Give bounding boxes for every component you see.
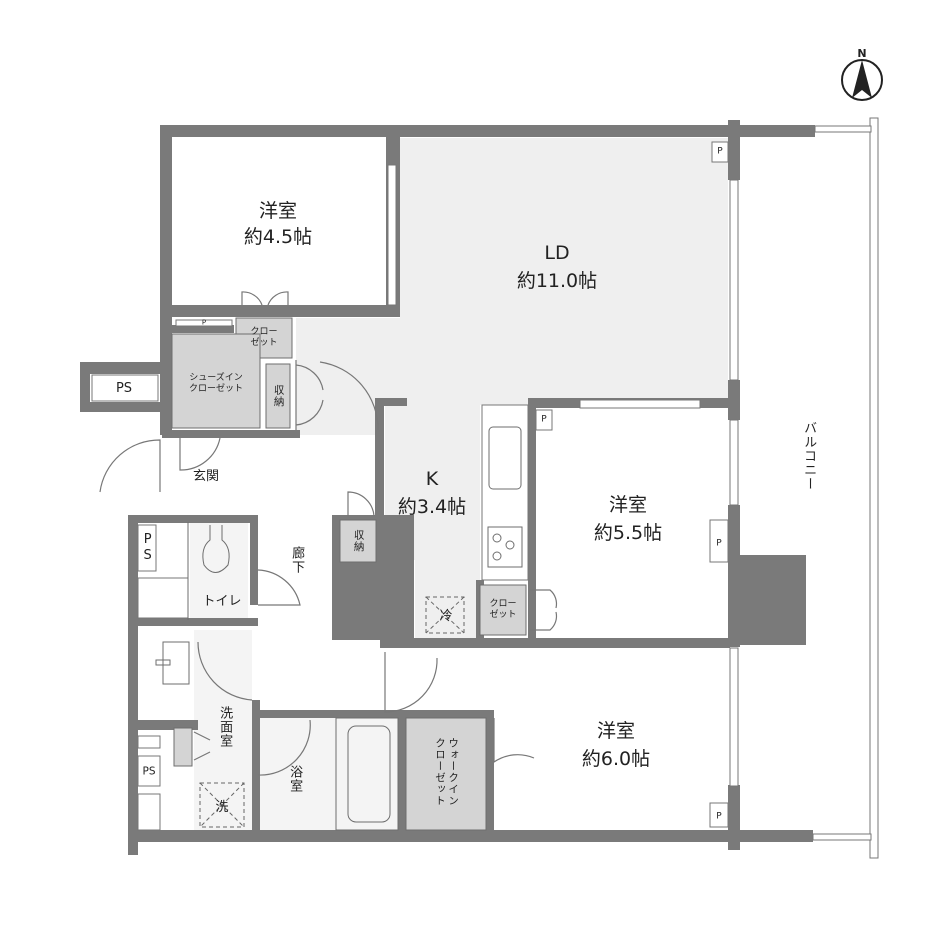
western-room-3-floor xyxy=(490,652,728,830)
storage-2 xyxy=(339,519,377,563)
ps-3-box xyxy=(137,755,161,787)
washroom-door xyxy=(197,641,253,701)
ld-door xyxy=(319,361,379,431)
p-box-room3 xyxy=(709,802,729,828)
wall-bath-left xyxy=(252,700,260,832)
fridge-space xyxy=(425,596,465,634)
toilet-icon xyxy=(202,525,230,573)
bathtub-frame xyxy=(335,717,399,831)
stove-icon xyxy=(487,526,523,568)
closet-2 xyxy=(479,584,527,636)
p-strip-box xyxy=(175,319,233,327)
shoes-in-closet xyxy=(171,333,261,429)
ps-2-box xyxy=(137,524,157,572)
bathroom-floor xyxy=(258,718,400,830)
window-ld xyxy=(729,179,739,381)
wall-toilet-right xyxy=(250,515,258,605)
balcony-bottom-rail xyxy=(812,833,872,841)
wall-wic-right xyxy=(486,710,494,832)
wall-washroom-split xyxy=(138,720,198,730)
toilet-door xyxy=(257,569,301,606)
storage-1 xyxy=(265,363,291,429)
wall-bottom xyxy=(128,830,813,842)
washbasin-icon xyxy=(162,641,190,685)
wall-ps-bottom xyxy=(80,402,172,412)
entrance-door xyxy=(99,439,161,493)
p-box-room2-top xyxy=(535,409,553,431)
kitchen-counter xyxy=(481,404,529,581)
wall-ps-left xyxy=(80,362,90,412)
balcony-top-rail xyxy=(814,125,872,133)
wall-toilet-top xyxy=(128,515,258,523)
wall-k-left xyxy=(375,398,384,516)
window-room2 xyxy=(729,419,739,506)
column-right xyxy=(728,555,806,645)
walk-in-closet xyxy=(405,717,487,831)
wall-bath-top xyxy=(252,710,492,718)
window-room1-ld xyxy=(387,164,397,306)
washroom-floor xyxy=(194,630,252,830)
wall-sic-bottom xyxy=(162,430,300,438)
wall-left-upper xyxy=(160,125,172,435)
closet1-doors xyxy=(241,291,289,306)
storage1-doors xyxy=(295,360,324,430)
western-room-1-floor xyxy=(172,138,386,310)
cabinet-doors xyxy=(193,731,211,761)
storage2-door xyxy=(347,491,375,517)
sink-icon xyxy=(488,426,522,490)
wall-room2-left xyxy=(528,398,536,642)
wic-door xyxy=(493,718,535,764)
ps-left-box xyxy=(91,374,159,402)
bathtub-icon xyxy=(347,725,391,823)
wall-top xyxy=(160,125,815,137)
washer-space xyxy=(199,782,245,828)
wall-p-strip xyxy=(172,325,234,333)
compass-icon xyxy=(841,59,883,101)
ps3-bottom-box xyxy=(137,793,161,831)
balcony-rail xyxy=(869,117,879,859)
p-box-room2-right xyxy=(709,519,729,563)
window-room2-top xyxy=(579,399,701,409)
closet2-doors xyxy=(530,589,558,631)
room3-door xyxy=(384,652,438,713)
western-room-2-floor xyxy=(537,412,724,638)
wall-k-bottom xyxy=(380,638,730,648)
sic-door xyxy=(179,437,221,471)
wall-k-top xyxy=(375,398,407,406)
wall-left-lower xyxy=(128,515,138,855)
small-cabinet xyxy=(173,727,193,767)
p-box-ld xyxy=(711,141,729,163)
window-room3 xyxy=(729,647,739,787)
wall-wic-left xyxy=(398,710,406,832)
wall-toilet-bottom xyxy=(138,618,258,626)
wall-ps-top xyxy=(80,362,172,374)
cabinet-below-ps2 xyxy=(137,577,189,619)
ps3-top-box xyxy=(137,735,161,749)
wall-room1-bottom xyxy=(172,305,400,317)
ld-floor xyxy=(296,138,728,640)
bathroom-door xyxy=(257,719,311,776)
wall-right-top xyxy=(728,120,740,180)
